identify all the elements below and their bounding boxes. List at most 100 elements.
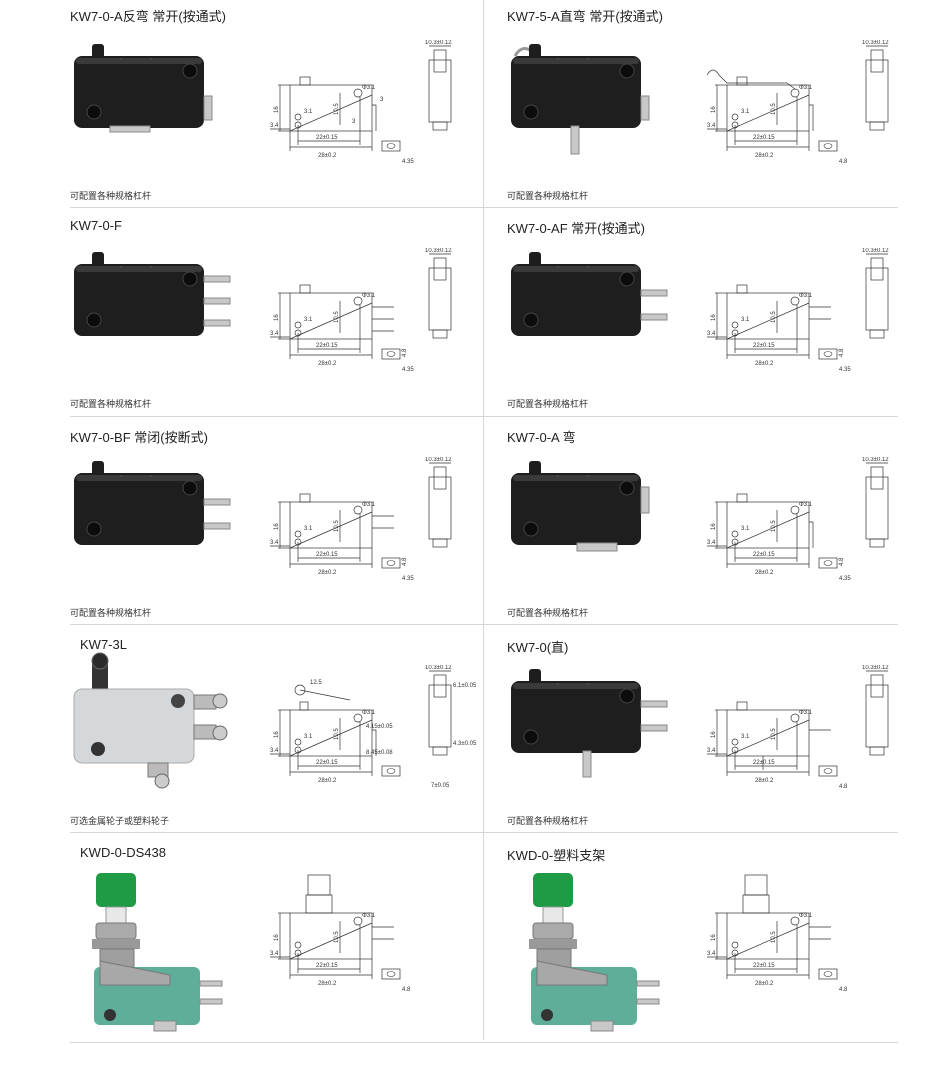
dimension-label: 10.3±0.12	[862, 665, 889, 671]
dimension-label: 16	[711, 731, 717, 738]
dimension-label: 8.45±0.08	[366, 750, 393, 756]
dimension-label: 22±0.15	[316, 343, 338, 349]
end-view-diagram: 10.3±0.12	[862, 40, 889, 131]
switch-image	[74, 252, 231, 336]
terminal-detail	[381, 765, 401, 777]
dimension-label: 7±0.05	[431, 783, 450, 789]
end-view-drawing	[865, 253, 889, 339]
dimension-drawing	[270, 76, 377, 151]
dimension-label: 28±0.2	[755, 570, 774, 576]
dimension-label: 22±0.15	[753, 963, 775, 969]
switch-photo	[74, 252, 231, 336]
product-note: 可配置各种规格杠杆	[507, 399, 589, 409]
dimension-label: 4.8	[839, 159, 848, 165]
dimension-label: 16	[711, 314, 717, 321]
dimension-label: 4.3±0.05	[453, 741, 477, 747]
dimension-label: 4.8	[402, 348, 408, 357]
dimension-label: 4.15±0.05	[366, 724, 393, 730]
row-divider	[70, 1042, 898, 1043]
switch-image	[511, 669, 668, 778]
terminal-detail	[381, 968, 401, 980]
row-divider	[70, 207, 898, 208]
switch-photo	[529, 873, 660, 1032]
column-divider	[483, 0, 484, 1040]
dimension-label: 28±0.2	[755, 981, 774, 987]
dimension-label: 4.35	[402, 576, 414, 582]
dimension-drawing	[270, 874, 394, 979]
dimension-label: 10.3±0.12	[425, 40, 452, 46]
dimension-label: 28±0.2	[755, 153, 774, 159]
dimension-drawing	[707, 284, 831, 359]
switch-image	[74, 461, 231, 545]
dimension-label: 22±0.15	[316, 552, 338, 558]
end-view-drawing	[428, 45, 452, 131]
switch-photo	[73, 652, 228, 789]
dimension-label: 10.5	[334, 103, 340, 115]
end-view-drawing	[428, 462, 452, 548]
dimension-label: 3.4	[707, 540, 716, 546]
dimension-label: 4.35	[839, 367, 851, 373]
dimension-label: 10.5	[771, 931, 777, 943]
product-title: KW7-3L	[80, 637, 127, 652]
dimension-label: 22±0.15	[316, 135, 338, 141]
dimension-drawing	[270, 284, 394, 359]
terminal-detail	[818, 348, 838, 360]
dimension-label: Φ3.1	[799, 293, 813, 299]
dimension-label: 22±0.15	[316, 760, 338, 766]
dimension-label: 10.5	[334, 931, 340, 943]
dimension-label: 10.3±0.12	[425, 248, 452, 254]
end-view-diagram: 10.3±0.12	[425, 248, 452, 339]
end-view-diagram: 10.3±0.12	[862, 248, 889, 339]
end-view-drawing	[428, 670, 452, 756]
dimension-label: 4.8	[402, 987, 411, 993]
product-note: 可配置各种规格杠杆	[507, 191, 589, 201]
dimension-label: 16	[274, 934, 280, 941]
dimension-label: 6.1±0.05	[453, 683, 477, 689]
switch-photo	[92, 873, 223, 1032]
dimension-label: 3.1	[304, 734, 313, 740]
product-note: 可配置各种规格杠杆	[507, 816, 589, 826]
dimension-label: 10.3±0.12	[862, 248, 889, 254]
switch-photo	[511, 461, 650, 552]
product-note: 可选金属轮子或塑料轮子	[70, 816, 170, 826]
end-view-diagram: 10.3±0.12	[862, 457, 889, 548]
end-view-diagram: 10.3±0.12	[862, 665, 889, 756]
dimension-label: 10.5	[334, 311, 340, 323]
terminal-detail	[381, 348, 401, 360]
product-note: 可配置各种规格杠杆	[507, 608, 589, 618]
dimension-label: 28±0.2	[755, 778, 774, 784]
terminal-detail	[381, 140, 401, 152]
dimension-label: 10.5	[771, 728, 777, 740]
dimension-label: 3	[380, 97, 384, 103]
dimension-label: 28±0.2	[318, 153, 337, 159]
end-view-diagram: 10.3±0.12	[425, 457, 452, 548]
dimension-label: 3.1	[741, 317, 750, 323]
dimension-label: 10.5	[334, 520, 340, 532]
dimension-label: 16	[711, 523, 717, 530]
dimension-label: 28±0.2	[318, 361, 337, 367]
dimension-label: 3.4	[707, 331, 716, 337]
dimension-label: 4.35	[839, 576, 851, 582]
dimension-drawing	[707, 493, 814, 568]
dimension-label: Φ3.1	[362, 293, 376, 299]
dimension-label: Φ3.1	[362, 913, 376, 919]
row-divider	[70, 832, 898, 833]
dimension-label: 4.8	[839, 348, 845, 357]
dimension-label: 4.35	[402, 159, 414, 165]
dimension-label: 3.4	[707, 123, 716, 129]
product-title: KWD-0-塑料支架	[507, 848, 606, 863]
dimension-label: 22±0.15	[753, 343, 775, 349]
end-view-drawing	[865, 670, 889, 756]
